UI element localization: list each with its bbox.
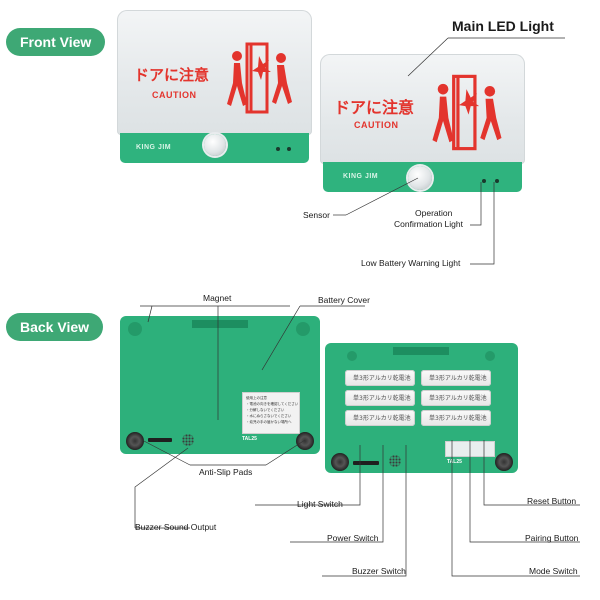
- motion-sensor: [204, 134, 226, 156]
- buzzer-grill-2: [353, 461, 379, 465]
- label-main-led: Main LED Light: [452, 18, 554, 34]
- label-anti-slip: Anti-Slip Pads: [199, 467, 253, 477]
- low-battery-light: [287, 147, 291, 151]
- info-sticker: 使用上の注意 ・電池の向きを確認してください ・分解しないでください ・水にぬら…: [242, 392, 300, 434]
- front-view-title: Front View: [6, 28, 106, 56]
- brand-logo: KING JIM: [136, 144, 172, 151]
- label-operation-light-2: Confirmation Light: [394, 219, 463, 229]
- label-buzzer-switch: Buzzer Switch: [352, 566, 406, 576]
- label-pairing-button: Pairing Button: [525, 533, 579, 543]
- caution-japanese-text-main: ドアに注意: [334, 98, 415, 117]
- label-low-battery: Low Battery Warning Light: [361, 258, 461, 268]
- anti-slip-pad: [126, 432, 144, 450]
- model-number: TAL25: [242, 436, 257, 442]
- model-number-2: TAL25: [447, 459, 462, 465]
- buzzer-grill: [148, 438, 172, 442]
- label-magnet: Magnet: [203, 293, 232, 303]
- door-warning-icon-main: [432, 74, 502, 151]
- top-slot: [393, 347, 449, 355]
- label-operation-light-1: Operation: [415, 208, 453, 218]
- label-reset-button: Reset Button: [527, 496, 577, 506]
- label-battery-cover: Battery Cover: [318, 295, 370, 305]
- caution-text: CAUTION: [152, 90, 197, 100]
- screw-post: [485, 351, 495, 361]
- operation-light: [276, 147, 280, 151]
- anti-slip-pad: [495, 453, 513, 471]
- operation-light-main: [482, 179, 486, 183]
- switch-area: [445, 441, 495, 457]
- buzzer-speaker-2: [389, 455, 401, 467]
- battery: 単3形アルカリ乾電池: [421, 410, 491, 426]
- battery: 単3形アルカリ乾電池: [345, 410, 415, 426]
- back-view-title: Back View: [6, 313, 104, 341]
- anti-slip-pad: [331, 453, 349, 471]
- brand-logo-main: KING JIM: [343, 173, 379, 180]
- back-device-cover-on: 使用上の注意 ・電池の向きを確認してください ・分解しないでください ・水にぬら…: [120, 316, 320, 454]
- back-device-cover-off: 単3形アルカリ乾電池 単3形アルカリ乾電池 単3形アルカリ乾電池 単3形アルカリ…: [325, 343, 518, 473]
- battery: 単3形アルカリ乾電池: [421, 390, 491, 406]
- anti-slip-pad: [296, 432, 314, 450]
- low-battery-light-main: [495, 179, 499, 183]
- battery: 単3形アルカリ乾電池: [345, 370, 415, 386]
- label-mode-switch: Mode Switch: [529, 566, 578, 576]
- screw-post: [347, 351, 357, 361]
- top-slot: [192, 320, 248, 328]
- buzzer-sound-output: [182, 434, 194, 446]
- label-light-switch: Light Switch: [297, 499, 343, 509]
- label-power-switch: Power Switch: [327, 533, 379, 543]
- battery: 単3形アルカリ乾電池: [345, 390, 415, 406]
- front-device-left: ドアに注意 CAUTION KING JIM: [117, 10, 312, 165]
- caution-text-main: CAUTION: [354, 120, 399, 130]
- motion-sensor-main: [408, 166, 432, 190]
- label-buzzer-output: Buzzer Sound Output: [135, 522, 217, 532]
- label-sensor: Sensor: [303, 210, 330, 220]
- door-warning-icon: [227, 42, 292, 114]
- caution-japanese-text: ドアに注意: [134, 66, 210, 84]
- magnet: [296, 322, 310, 336]
- front-device-right: ドアに注意 CAUTION KING JIM: [320, 54, 525, 194]
- battery: 単3形アルカリ乾電池: [421, 370, 491, 386]
- magnet: [128, 322, 142, 336]
